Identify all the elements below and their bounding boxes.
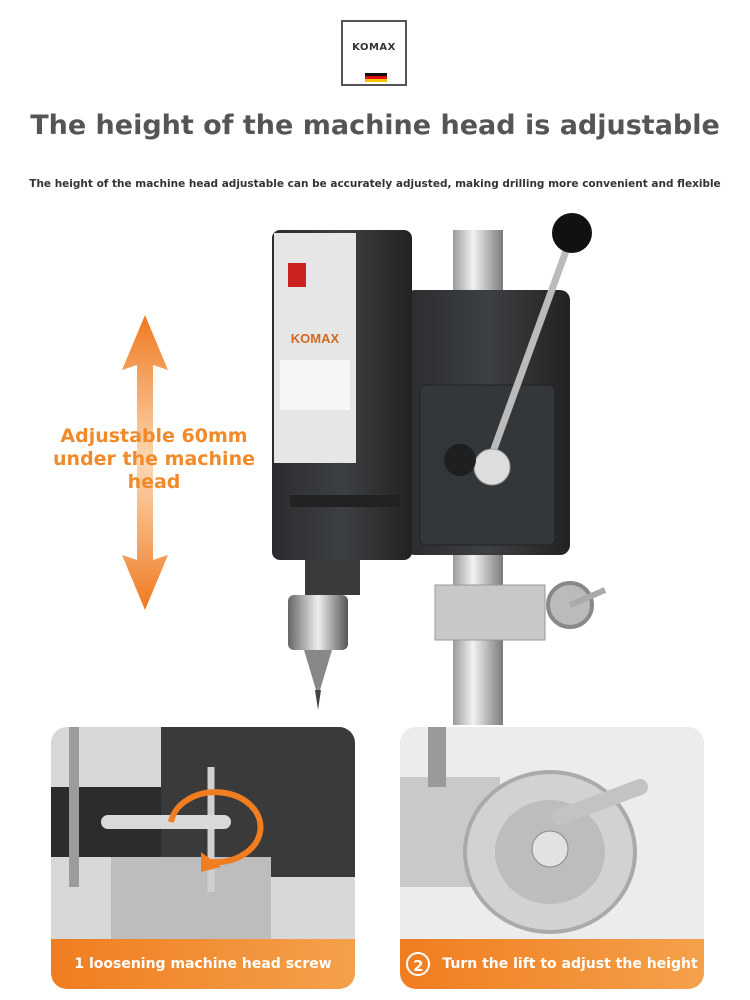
drill-press-image: KOMAX bbox=[272, 213, 607, 725]
screw-closeup-image bbox=[51, 727, 355, 939]
machine-brand-label: KOMAX bbox=[291, 331, 340, 346]
step-number-badge: 2 bbox=[406, 952, 431, 976]
step-panel-1: 1 loosening machine head screw bbox=[51, 727, 355, 989]
step-1-caption: 1 loosening machine head screw bbox=[74, 956, 332, 972]
step-2-caption-bar: 2 Turn the lift to adjust the height bbox=[400, 939, 704, 989]
step-1-caption-bar: 1 loosening machine head screw bbox=[51, 939, 355, 989]
german-flag-icon bbox=[365, 73, 387, 82]
page-title: The height of the machine head is adjust… bbox=[30, 110, 720, 141]
step-panel-2: 2 Turn the lift to adjust the height bbox=[400, 727, 704, 989]
page-subtitle: The height of the machine head adjustabl… bbox=[29, 178, 721, 190]
adjustable-range-label: Adjustable 60mm under the machine head bbox=[53, 425, 255, 493]
brand-logo: KOMAX bbox=[341, 20, 407, 86]
double-arrow-icon bbox=[122, 315, 168, 610]
logo-text: KOMAX bbox=[352, 42, 396, 53]
step-2-caption: Turn the lift to adjust the height bbox=[442, 956, 698, 972]
handwheel-closeup-image bbox=[400, 727, 704, 939]
